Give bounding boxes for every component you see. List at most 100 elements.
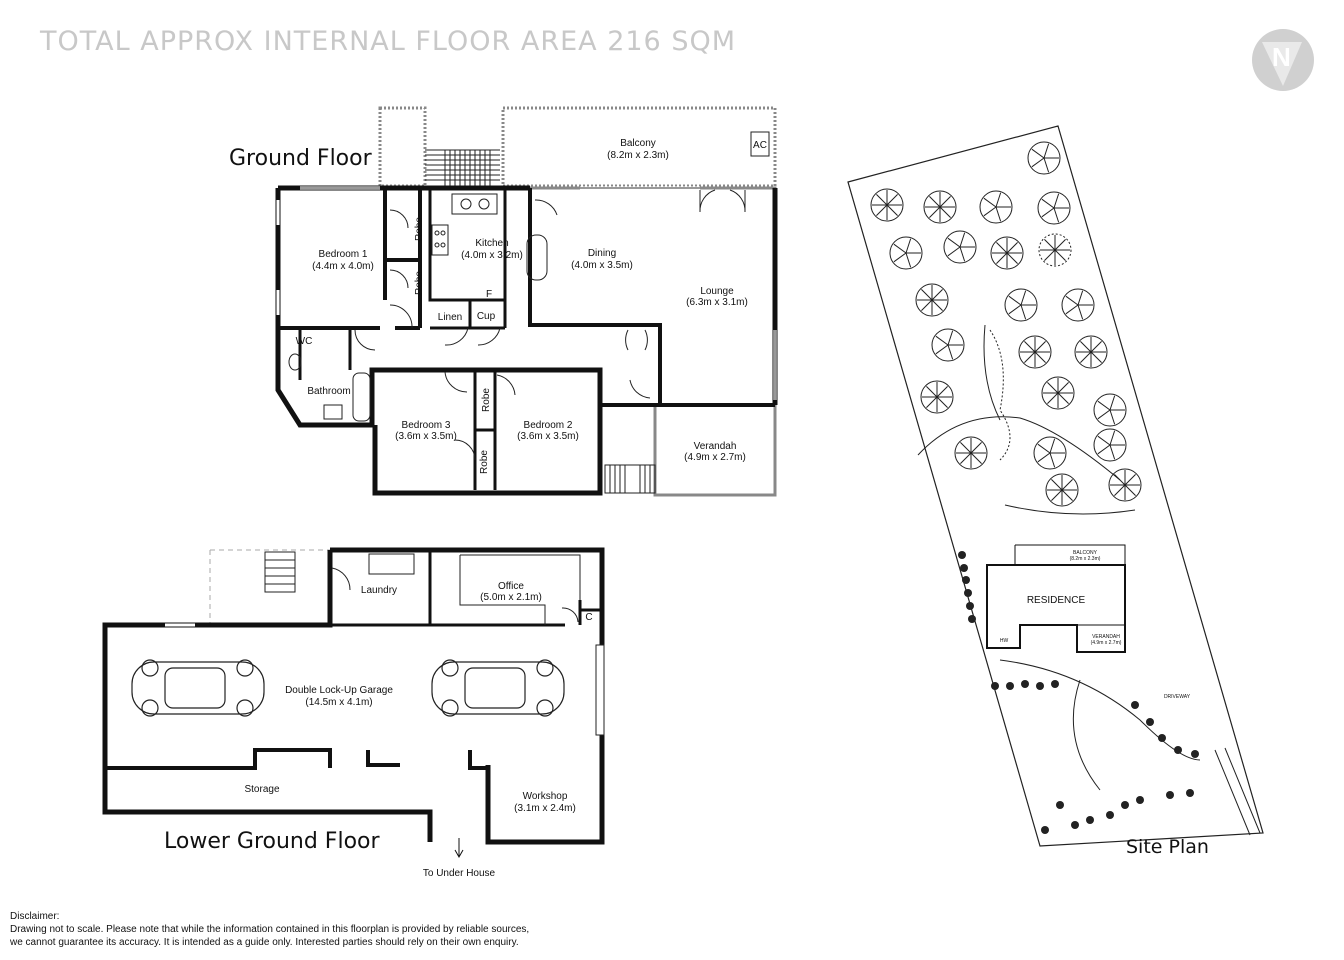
lower-floor-labels: Laundry Office (5.0m x 2.1m) C Double Lo…: [244, 581, 592, 879]
office-dims: (5.0m x 2.1m): [480, 592, 542, 603]
shrub-icon: [1071, 821, 1079, 829]
shrub-icon: [1166, 791, 1174, 799]
tree-icon: [931, 328, 965, 362]
workshop-label: Workshop: [523, 791, 568, 802]
balcony-label: Balcony: [620, 138, 656, 149]
shrub-icon: [1131, 701, 1139, 709]
tree-icon: [979, 190, 1013, 224]
disclaimer-title: Disclaimer:: [10, 911, 60, 922]
disclaimer-line-2: we cannot guarantee its accuracy. It is …: [10, 937, 519, 948]
shrub-icon: [1158, 734, 1166, 742]
under-house-label: To Under House: [423, 868, 496, 879]
site-labels: RESIDENCE BALCONY (8.2m x 2.3m) VERANDAH…: [1000, 550, 1191, 700]
laundry-label: Laundry: [361, 585, 397, 596]
lower-ground-floor-title: Lower Ground Floor: [164, 829, 380, 854]
tree-icon: [1018, 335, 1052, 369]
site-verandah-dims: (4.9m x 2.7m): [1091, 640, 1122, 646]
linen-label: Linen: [438, 312, 462, 323]
fridge-label: F: [486, 289, 492, 300]
shrub-icon: [1086, 816, 1094, 824]
storage-label: Storage: [244, 784, 279, 795]
driveway-label: DRIVEWAY: [1164, 694, 1191, 700]
tree-icon: [1074, 335, 1108, 369]
dining-label: Dining: [588, 248, 616, 259]
robe-label-4: Robe: [479, 450, 490, 474]
tree-icon: [1041, 376, 1075, 410]
shrub-icon: [1146, 718, 1154, 726]
bedroom2-label: Bedroom 2: [524, 420, 573, 431]
site-hw-label: HW: [1000, 638, 1009, 644]
shrub-icon: [1006, 682, 1014, 690]
tree-icon: [1037, 191, 1071, 225]
shrub-icon: [964, 589, 972, 597]
verandah-dims: (4.9m x 2.7m): [684, 452, 746, 463]
shrub-icon: [1186, 789, 1194, 797]
tree-icon: [923, 190, 957, 224]
garage-label: Double Lock-Up Garage: [285, 685, 393, 696]
garage-dims: (14.5m x 4.1m): [305, 697, 372, 708]
shrub-icon: [1121, 801, 1129, 809]
ground-floor-plan: [275, 106, 778, 497]
tree-icon: [943, 230, 977, 264]
tree-icon: [1061, 288, 1095, 322]
site-balcony-label: BALCONY: [1073, 550, 1098, 556]
site-verandah-label: VERANDAH: [1092, 634, 1120, 640]
tree-icon: [920, 380, 954, 414]
disclaimer: Disclaimer: Drawing not to scale. Please…: [10, 910, 529, 949]
ac-label: AC: [753, 140, 767, 151]
workshop-dims: (3.1m x 2.4m): [514, 803, 576, 814]
shrub-icon: [1136, 796, 1144, 804]
shrub-icon: [1041, 826, 1049, 834]
tree-icon: [889, 236, 923, 270]
wc-label: WC: [296, 336, 313, 347]
site-plan-title: Site Plan: [1126, 836, 1209, 858]
lounge-label: Lounge: [700, 286, 734, 297]
residence-label: RESIDENCE: [1027, 595, 1086, 606]
shrub-icon: [958, 551, 966, 559]
shrub-icon: [991, 682, 999, 690]
tree-icon: [870, 188, 904, 222]
tree-icon: [1045, 473, 1079, 507]
shrub-icon: [1036, 682, 1044, 690]
balcony-dims: (8.2m x 2.3m): [607, 150, 669, 161]
lounge-dims: (6.3m x 3.1m): [686, 297, 748, 308]
tree-icon: [915, 283, 949, 317]
car-icon-2: [431, 659, 565, 717]
shrub-icon: [960, 564, 968, 572]
kitchen-label: Kitchen: [475, 238, 508, 249]
car-icon-1: [131, 659, 265, 717]
bedroom3-label: Bedroom 3: [402, 420, 451, 431]
cup-label: Cup: [477, 311, 496, 322]
compass-letter: N: [1272, 42, 1291, 72]
shrub-icon: [966, 602, 974, 610]
tree-icon: [1004, 288, 1038, 322]
bathroom-label: Bathroom: [307, 386, 350, 397]
tree-icon: [1093, 428, 1127, 462]
bedroom1-dims: (4.4m x 4.0m): [312, 261, 374, 272]
shrub-icon: [1106, 811, 1114, 819]
site-plan: [847, 125, 1264, 847]
bedroom2-dims: (3.6m x 3.5m): [517, 431, 579, 442]
robe-label-1: Robe: [414, 217, 425, 241]
compass-icon: N: [1252, 29, 1314, 91]
office-label: Office: [498, 581, 524, 592]
bedroom1-label: Bedroom 1: [319, 249, 368, 260]
shrub-icon: [1051, 680, 1059, 688]
shrub-icon: [1021, 680, 1029, 688]
shrub-icon: [1191, 750, 1199, 758]
robe-label-3: Robe: [481, 388, 492, 412]
robe-label-2: Robe: [414, 271, 425, 295]
tree-icon: [954, 436, 988, 470]
tree-icon: [1027, 141, 1061, 175]
bedroom3-dims: (3.6m x 3.5m): [395, 431, 457, 442]
total-area-heading: TOTAL APPROX INTERNAL FLOOR AREA 216 SQM: [40, 26, 737, 57]
verandah-label: Verandah: [694, 441, 737, 452]
disclaimer-line-1: Drawing not to scale. Please note that w…: [10, 924, 530, 935]
shrub-icon: [1174, 746, 1182, 754]
dining-dims: (4.0m x 3.5m): [571, 260, 633, 271]
site-balcony-dims: (8.2m x 2.3m): [1070, 556, 1101, 562]
ground-floor-labels: Balcony (8.2m x 2.3m) AC Bedroom 1 (4.4m…: [296, 138, 767, 474]
tree-icon: [1093, 393, 1127, 427]
shrub-icon: [1056, 801, 1064, 809]
